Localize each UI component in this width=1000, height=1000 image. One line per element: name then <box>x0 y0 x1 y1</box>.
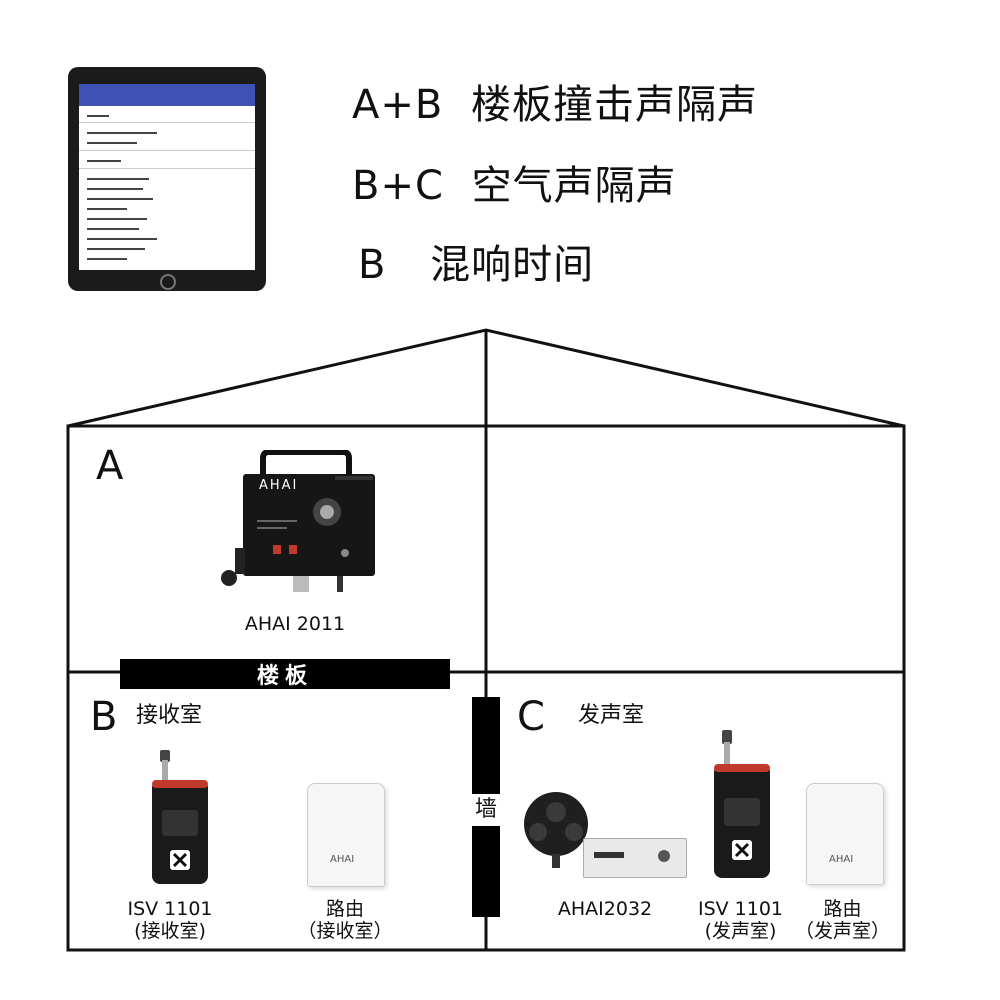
floor-slab: 楼板 <box>120 659 450 689</box>
room-b-letter: B <box>90 694 118 740</box>
tablet-screen <box>79 84 255 270</box>
router-receiving-label: 路由 （接收室） <box>297 898 393 942</box>
amplifier-icon <box>583 838 687 878</box>
ahai-2032-label: AHAI2032 <box>557 898 653 920</box>
legend-line-2: B+C 空气声隔声 <box>352 153 677 211</box>
router-logo: AHAI <box>829 854 854 865</box>
tablet-text-line <box>87 248 145 250</box>
router-logo: AHAI <box>330 854 355 865</box>
dodecahedron-speaker-icon <box>516 788 596 868</box>
tablet-text-line <box>87 142 137 144</box>
room-b-name: 接收室 <box>136 703 203 728</box>
tablet-divider <box>79 122 255 123</box>
tablet-text-line <box>87 115 109 117</box>
legend-key: A+B <box>352 82 444 128</box>
router-source-label: 路由 （发声室） <box>794 898 890 942</box>
legend-key: B+C <box>352 163 444 209</box>
tablet-divider <box>79 168 255 169</box>
tablet-text-line <box>87 218 147 220</box>
legend-text: 混响时间 <box>430 242 595 288</box>
router-icon: AHAI <box>307 783 385 887</box>
amplifier-knob <box>658 850 670 862</box>
tablet-text-line <box>87 198 153 200</box>
isv-1101-receiving-label: ISV 1101 (接收室) <box>127 898 213 942</box>
tapping-machine-icon: AHAI <box>215 449 380 595</box>
tablet-text-line <box>87 188 143 190</box>
legend-text: 楼板撞击声隔声 <box>471 82 759 128</box>
isv-1101-source-label: ISV 1101 (发声室) <box>697 898 784 942</box>
tablet-divider <box>79 150 255 151</box>
tablet-text-line <box>87 160 121 162</box>
legend-line-3: B 混响时间 <box>358 232 594 290</box>
tablet-text-line <box>87 238 157 240</box>
tablet-app-bar <box>79 84 255 106</box>
tablet-icon <box>68 67 266 291</box>
sound-level-meter-icon <box>712 730 772 880</box>
legend-text: 空气声隔声 <box>471 163 677 209</box>
sound-level-meter-icon <box>150 750 210 885</box>
room-c-name: 发声室 <box>578 703 645 728</box>
room-a-letter: A <box>96 443 124 489</box>
router-icon: AHAI <box>806 783 884 885</box>
legend-line-1: A+B 楼板撞击声隔声 <box>352 72 758 130</box>
room-c-letter: C <box>517 694 545 740</box>
legend-key: B <box>358 242 387 288</box>
tapping-machine-logo: AHAI <box>259 478 299 493</box>
tablet-home-button <box>160 274 176 290</box>
amplifier-display <box>594 852 624 858</box>
floor-slab-label: 楼板 <box>256 664 313 689</box>
partition-wall-label: 墙 <box>471 794 501 826</box>
tablet-text-line <box>87 228 139 230</box>
tablet-text-line <box>87 132 157 134</box>
tablet-text-line <box>87 258 127 260</box>
tablet-text-line <box>87 208 127 210</box>
ahai-2011-label: AHAI 2011 <box>244 613 346 635</box>
tablet-text-line <box>87 178 149 180</box>
